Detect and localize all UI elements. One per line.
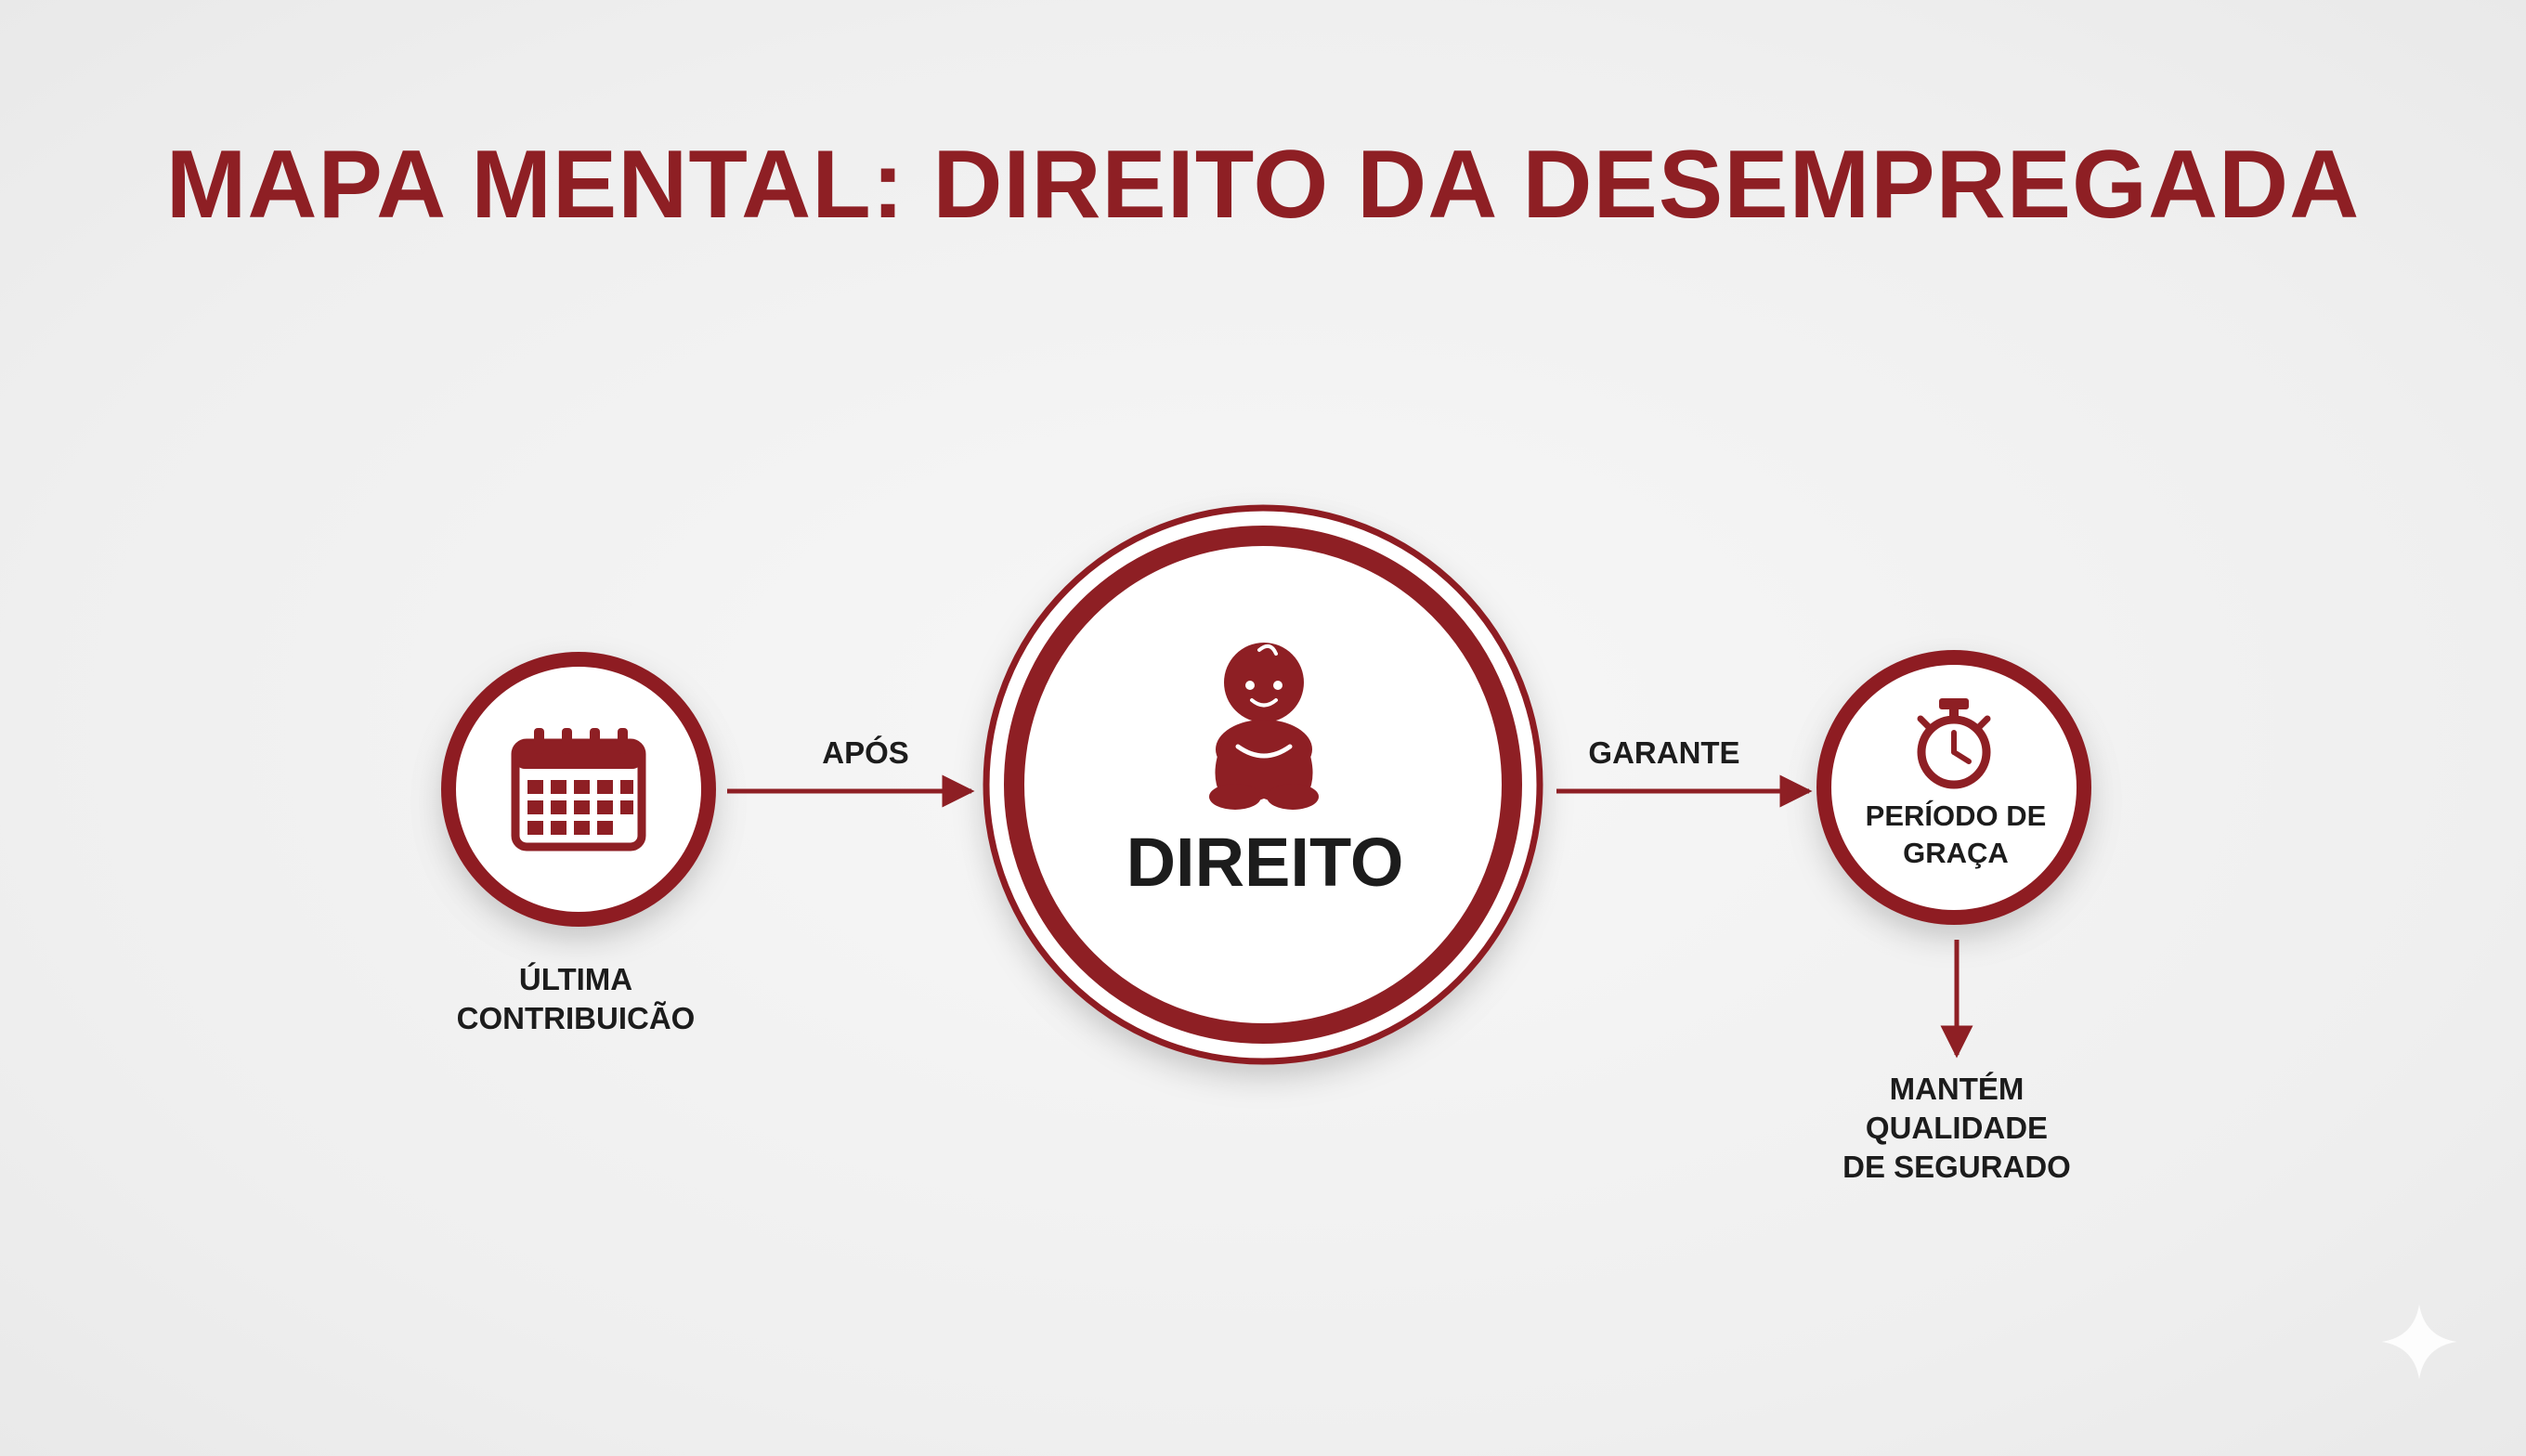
node-insured-quality-label-line3: DE SEGURADO [1842, 1150, 2071, 1184]
node-grace-period [1816, 650, 2091, 925]
node-last-contribution [441, 652, 716, 927]
node-insured-quality-label-line1: MANTÉM [1890, 1072, 2025, 1106]
baby-icon [1209, 643, 1319, 810]
node-last-contribution-label-line2: CONTRIBUICÃO [457, 1001, 696, 1035]
edge-label-garante: GARANTE [1588, 735, 1739, 770]
node-central-label: DIREITO [1126, 824, 1404, 901]
node-insured-quality-label-line2: QUALIDADE [1866, 1111, 2048, 1145]
calendar-icon [511, 728, 646, 852]
node-grace-period-label-line2: GRAÇA [1903, 837, 2009, 869]
edge-label-apos: APÓS [822, 735, 909, 770]
sparkle-icon [2381, 1304, 2457, 1380]
node-central-direito [983, 504, 1543, 1065]
node-last-contribution-label-line1: ÚLTIMA [519, 962, 632, 996]
stopwatch-icon [1917, 698, 1991, 789]
page-title: MAPA MENTAL: DIREITO DA DESEMPREGADA [165, 131, 2361, 239]
node-grace-period-label-line1: PERÍODO DE [1866, 800, 2047, 832]
